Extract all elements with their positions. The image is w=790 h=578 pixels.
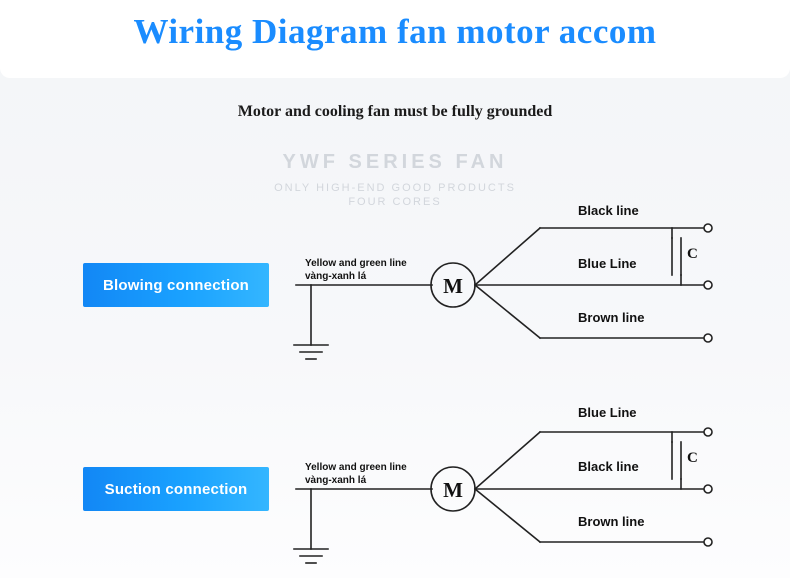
bottom-wire-label-1: Blue Line: [578, 405, 637, 420]
bottom-wire-blue-diagonal: [473, 430, 542, 491]
bottom-capacitor-label: C: [687, 450, 698, 466]
top-terminal-2: [703, 280, 713, 290]
bottom-motor-circle: [430, 466, 476, 512]
bottom-ground-label-line2: vàng-xanh lá: [305, 475, 367, 486]
bottom-motor-letter: M: [443, 478, 463, 502]
top-wire-label-1: Black line: [578, 203, 639, 218]
top-wire-black-diagonal: [473, 226, 542, 287]
top-wire-brown-diagonal: [473, 283, 542, 340]
bottom-wire-label-2: Black line: [578, 459, 639, 474]
header-band: [0, 0, 790, 78]
top-motor-letter: M: [443, 274, 463, 298]
top-wire-label-3: Brown line: [578, 310, 645, 325]
watermark-line-2: ONLY HIGH-END GOOD PRODUCTS: [274, 182, 516, 194]
bottom-wire-label-3: Brown line: [578, 514, 645, 529]
subtitle-note: Motor and cooling fan must be fully grou…: [237, 103, 553, 120]
watermark-line-3: FOUR CORES: [348, 196, 442, 208]
top-motor-circle: [430, 262, 476, 308]
bottom-terminal-2: [703, 484, 713, 494]
watermark-line-1: YWF SERIES FAN: [282, 151, 508, 173]
top-ground-label-line2: vàng-xanh lá: [305, 271, 367, 282]
bottom-terminal-1: [703, 427, 713, 437]
page-title: Wiring Diagram fan motor accom: [133, 12, 657, 51]
top-ground-label-line1: Yellow and green line: [305, 258, 407, 269]
bottom-wire-brown-diagonal: [473, 487, 542, 544]
top-terminal-3: [703, 333, 713, 343]
blowing-connection-button[interactable]: Blowing connection: [83, 263, 269, 307]
bottom-terminal-3: [703, 537, 713, 547]
top-wire-label-2: Blue Line: [578, 256, 637, 271]
bottom-ground-label-line1: Yellow and green line: [305, 462, 407, 473]
top-terminal-1: [703, 223, 713, 233]
top-capacitor-label: C: [687, 246, 698, 262]
suction-connection-button[interactable]: Suction connection: [83, 467, 269, 511]
